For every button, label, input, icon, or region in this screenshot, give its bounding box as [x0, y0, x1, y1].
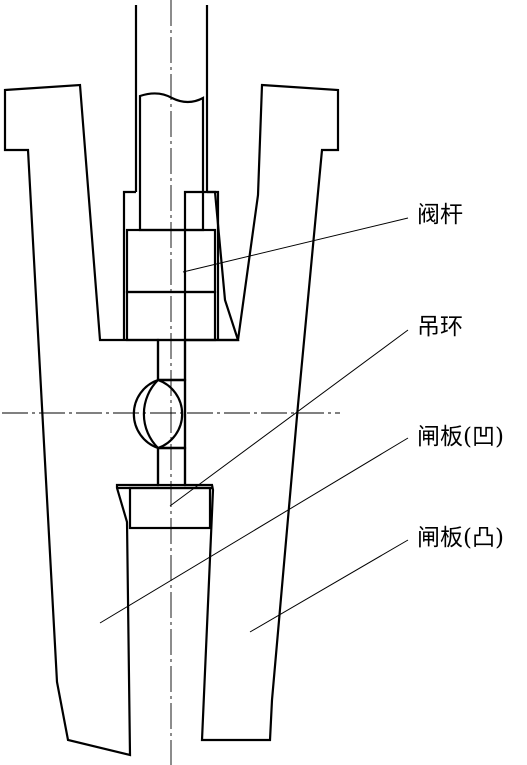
- label-gate-convex: 闸板(凸): [417, 525, 504, 551]
- lifting-ring-neck-top: [156, 338, 187, 382]
- stem-socket-frame: [122, 190, 220, 340]
- label-valve-stem: 阀杆: [417, 202, 463, 228]
- lifting-ring-neck-bottom: [156, 446, 187, 487]
- gate-plate-convex-notch: [183, 190, 240, 342]
- leader-gate-convex: [249, 539, 409, 633]
- lifting-ring-head: [132, 378, 187, 450]
- label-gate-concave: 闸板(凹): [417, 424, 504, 450]
- leader-valve-stem: [182, 217, 409, 273]
- label-lifting-ring: 吊环: [417, 314, 463, 340]
- valve-stem-upper: [138, 92, 205, 232]
- leader-gate-concave: [99, 437, 409, 624]
- valve-stem-rails: [134, 5, 209, 192]
- lifting-ring-base: [128, 486, 212, 530]
- leader-lifting-ring: [169, 329, 409, 507]
